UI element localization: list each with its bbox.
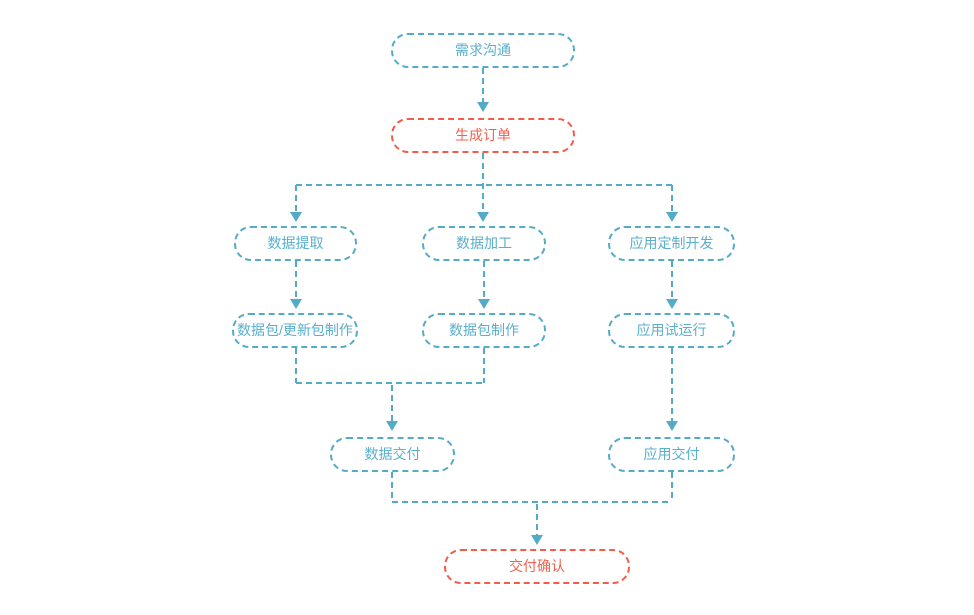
node-data-processing: 数据加工 [422,226,546,261]
arrowhead-app-custom-dev [666,212,678,222]
arrowhead-data-processing [477,212,489,222]
node-data-extraction: 数据提取 [234,226,357,261]
node-data-package-production: 数据包制作 [422,313,546,348]
arrowhead-pkg [478,299,490,309]
arrowhead-pkgupd [290,299,302,309]
arrowhead-trial [666,299,678,309]
arrowhead-order [477,102,489,112]
arrowhead-app-delivery [666,421,678,431]
node-app-custom-development: 应用定制开发 [608,226,735,261]
arrowhead-data-extraction [290,212,302,222]
node-delivery-confirmation: 交付确认 [444,549,630,584]
node-app-trial-run: 应用试运行 [608,313,735,348]
arrowhead-data-delivery [386,421,398,431]
node-app-delivery: 应用交付 [608,437,735,472]
node-generate-order: 生成订单 [391,118,575,153]
node-requirements-communication: 需求沟通 [391,33,575,68]
node-data-delivery: 数据交付 [330,437,455,472]
arrowhead-confirmation [531,535,543,545]
node-data-package-update-package-production: 数据包/更新包制作 [232,313,358,348]
